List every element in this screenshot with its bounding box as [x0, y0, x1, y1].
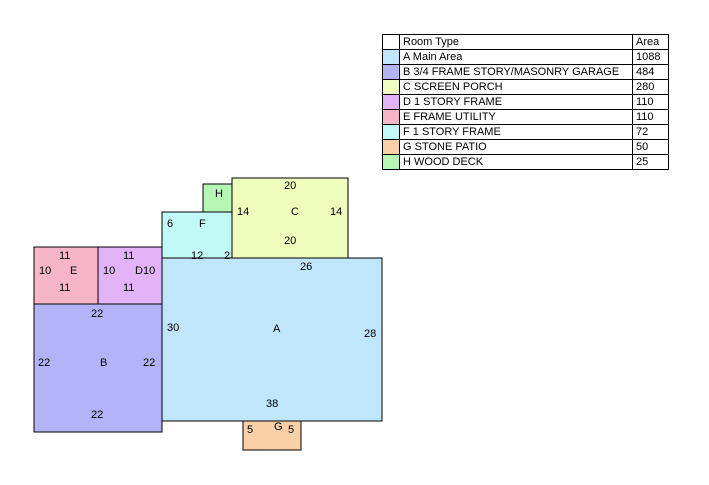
room-c-letter: C — [291, 206, 299, 218]
room-c-dim-right: 14 — [330, 206, 342, 218]
room-e-dim-bottom: 11 — [59, 282, 70, 294]
legend-row: H WOOD DECK 25 — [382, 154, 669, 170]
room-d-story-frame — [97, 246, 163, 305]
room-d-letter: D — [135, 265, 143, 277]
room-b-letter: B — [100, 357, 107, 369]
room-f-dim-right: 2 — [224, 250, 230, 262]
legend-room-label: F 1 STORY FRAME — [399, 124, 633, 140]
room-c-dim-left: 14 — [237, 206, 249, 218]
legend-swatch — [382, 124, 400, 140]
legend-room-label: A Main Area — [399, 49, 633, 65]
legend-room-area: 25 — [632, 154, 669, 170]
legend-room-label: C SCREEN PORCH — [399, 79, 633, 95]
legend-room-area: 484 — [632, 64, 669, 80]
legend-room-area: 1088 — [632, 49, 669, 65]
room-e-frame-utility — [33, 246, 99, 305]
legend-room-label: G STONE PATIO — [399, 139, 633, 155]
room-d-dim-right: 10 — [143, 265, 155, 277]
legend-swatch — [382, 94, 400, 110]
legend-row: E FRAME UTILITY 110 — [382, 109, 669, 125]
legend-room-area: 280 — [632, 79, 669, 95]
room-e-dim-top: 11 — [59, 250, 70, 262]
room-b-dim-bottom: 22 — [91, 409, 103, 421]
room-a-dim-top: 26 — [300, 261, 312, 273]
room-a-dim-right: 28 — [364, 328, 376, 340]
room-g-dim-left: 5 — [247, 424, 253, 436]
room-g-letter: G — [274, 421, 283, 433]
room-g-dim-right: 5 — [288, 424, 294, 436]
legend-header-area: Area — [632, 34, 669, 50]
legend-swatch — [382, 79, 400, 95]
room-a-dim-bottom: 38 — [266, 398, 278, 410]
room-c-dim-top: 20 — [284, 180, 296, 192]
legend-row: F 1 STORY FRAME 72 — [382, 124, 669, 140]
legend-swatch — [382, 139, 400, 155]
legend-row: C SCREEN PORCH 280 — [382, 79, 669, 95]
legend-room-label: E FRAME UTILITY — [399, 109, 633, 125]
legend-swatch — [382, 64, 400, 80]
legend-row: A Main Area 1088 — [382, 49, 669, 65]
legend-row: B 3/4 FRAME STORY/MASONRY GARAGE 484 — [382, 64, 669, 80]
legend-room-area: 110 — [632, 94, 669, 110]
legend-row: D 1 STORY FRAME 110 — [382, 94, 669, 110]
room-h-letter: H — [215, 188, 223, 200]
room-c-dim-bottom: 20 — [284, 235, 296, 247]
room-b-dim-right: 22 — [143, 357, 155, 369]
legend-room-area: 50 — [632, 139, 669, 155]
room-a-letter: A — [273, 323, 281, 335]
room-b-dim-top: 22 — [91, 308, 103, 320]
room-b-dim-left: 22 — [38, 357, 50, 369]
room-h-wood-deck — [202, 183, 233, 213]
legend-room-label: H WOOD DECK — [399, 154, 633, 170]
legend-header-swatch — [382, 34, 400, 50]
legend-room-label: D 1 STORY FRAME — [399, 94, 633, 110]
room-d-dim-top: 11 — [123, 250, 134, 262]
legend-room-label: B 3/4 FRAME STORY/MASONRY GARAGE — [399, 64, 633, 80]
legend-room-area: 110 — [632, 109, 669, 125]
legend-room-area: 72 — [632, 124, 669, 140]
room-d-dim-left: 10 — [103, 265, 115, 277]
legend-row: G STONE PATIO 50 — [382, 139, 669, 155]
legend-swatch — [382, 154, 400, 170]
legend-swatch — [382, 109, 400, 125]
room-f-dim-left: 6 — [167, 218, 173, 230]
room-f-letter: F — [199, 218, 206, 230]
room-e-letter: E — [70, 265, 77, 277]
room-f-dim-bottom: 12 — [191, 250, 203, 262]
room-a-dim-left: 30 — [167, 322, 179, 334]
room-f-story-frame — [161, 211, 233, 259]
legend-header-row: Room Type Area — [382, 34, 669, 50]
room-type-legend: Room Type Area A Main Area 1088 B 3/4 FR… — [382, 34, 669, 170]
room-b-garage — [33, 303, 163, 433]
room-e-dim-left: 10 — [39, 265, 51, 277]
room-g-stone-patio — [242, 420, 302, 451]
legend-header-room-type: Room Type — [399, 34, 633, 50]
room-d-dim-bottom: 11 — [123, 282, 134, 294]
legend-swatch — [382, 49, 400, 65]
room-a-main-area — [161, 257, 383, 422]
room-c-screen-porch — [231, 177, 349, 259]
